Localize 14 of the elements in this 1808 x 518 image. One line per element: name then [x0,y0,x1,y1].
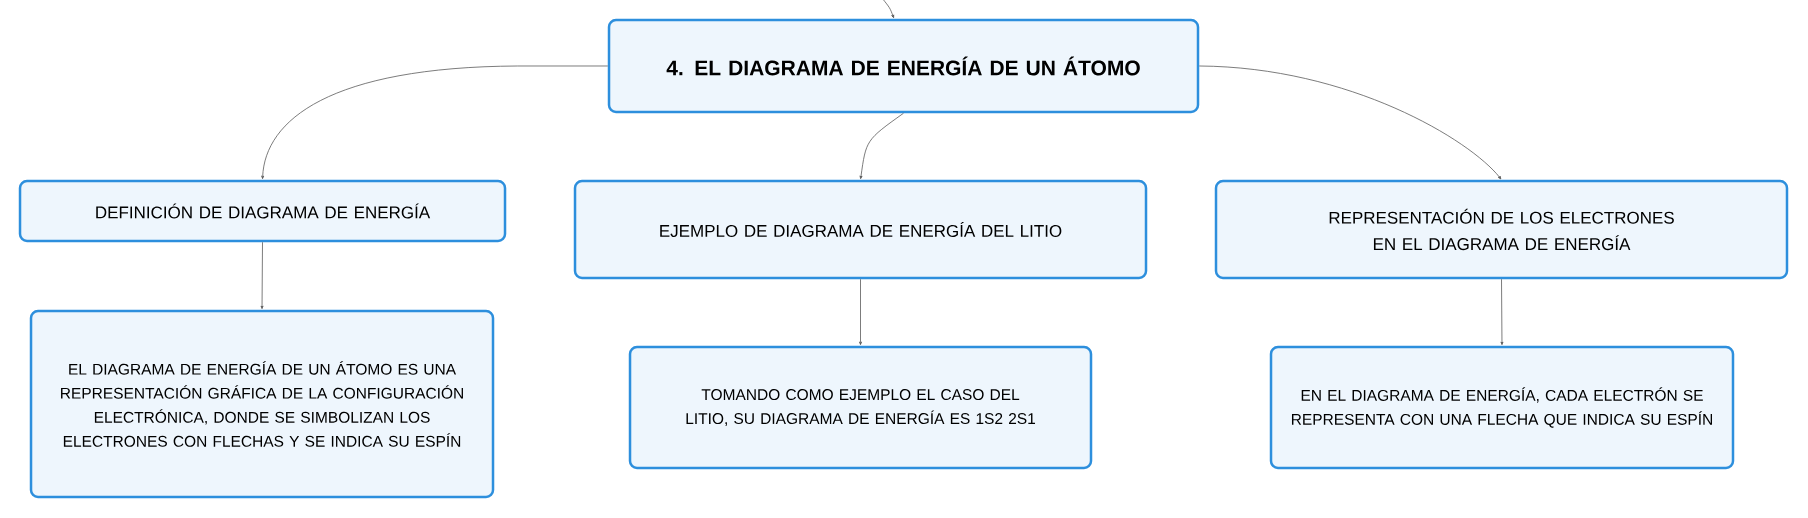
connector-arrow [859,112,904,180]
detail-box: EL DIAGRAMA DE ENERGÍA DE UN ÁTOMO ES UNA REPRESENTACIÓN GRÁFICA DE LA CONFIGURACIÓN ELECTRÓNICA, DONDE SE SIMBOLIZAN LOS ELECTRONES CON FLECHAS Y SE INDICA SU ESPÍN [29,309,495,499]
connector-arrow [859,278,862,346]
main-topic-box: 4. EL DIAGRAMA DE ENERGÍA DE UN ÁTOMO [607,18,1200,114]
detail-box: TOMANDO COMO EJEMPLO EL CASO DEL LITIO, SU DIAGRAMA DE ENERGÍA ES 1S2 2S1 [628,345,1093,470]
subtopic-box: EJEMPLO DE DIAGRAMA DE ENERGÍA DEL LITIO [573,179,1148,280]
connector-arrow [1198,65,1502,180]
detail-box: EN EL DIAGRAMA DE ENERGÍA, CADA ELECTRÓN SE REPRESENTA CON UNA FLECHA QUE INDICA SU ESPÍN [1269,345,1735,470]
connector-arrow [881,0,895,19]
connector-arrow [260,241,264,310]
connector-arrow [261,65,609,180]
subtopic-box: REPRESENTACIÓN DE LOS ELECTRONES EN EL DIAGRAMA DE ENERGÍA [1214,179,1789,280]
subtopic-box: DEFINICIÓN DE DIAGRAMA DE ENERGÍA [18,179,507,243]
connector-arrow [1500,278,1504,346]
